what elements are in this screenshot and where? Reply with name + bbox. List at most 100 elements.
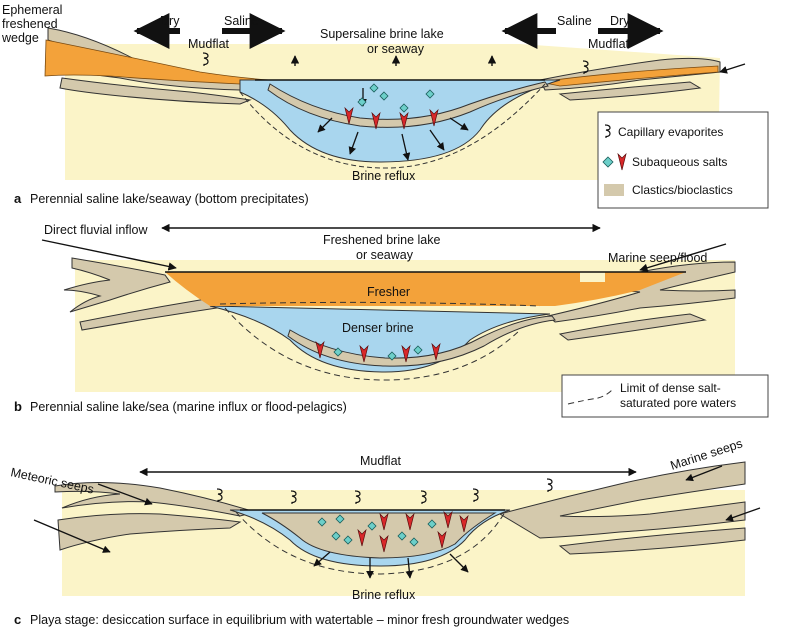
teal-salt — [409, 537, 419, 547]
panel-b-pycnocline — [219, 301, 541, 307]
teal-salt — [399, 103, 409, 113]
panel-c-caption: Playa stage: desiccation surface in equi… — [30, 613, 569, 627]
panel-b-red-salts — [315, 340, 441, 363]
panel-c-red-salts — [357, 510, 469, 553]
marine-seep-label: Marine seep/flood — [608, 251, 707, 265]
panel-b-teal-salts — [333, 345, 423, 361]
teal-salt — [343, 535, 353, 545]
panel-c-mudflat-label: Mudflat — [360, 454, 402, 468]
red-salt — [344, 106, 354, 125]
legend-b: Limit of dense salt- saturated pore wate… — [561, 374, 769, 418]
reflux-arrow-3 — [401, 133, 411, 161]
lake-label-1: Supersaline brine lake — [320, 27, 444, 41]
red-salt — [459, 514, 469, 533]
capillary-evaporite-symbol — [546, 478, 553, 492]
fluvial-inflow-label: Direct fluvial inflow — [44, 223, 148, 237]
teal-salt — [333, 347, 343, 357]
legend-clastics-label: Clastics/bioclastics — [632, 183, 733, 197]
panel-b-dense-brine — [209, 305, 551, 373]
panel-c-reflux-label: Brine reflux — [352, 588, 416, 602]
marine-arrow-2 — [725, 507, 761, 522]
teal-salt — [387, 351, 397, 361]
panel-b-lake-floor — [287, 315, 556, 367]
reflux-arrow-4 — [429, 129, 445, 151]
freshened-lake-label-2: or seaway — [356, 248, 414, 262]
panel-b-left-clastics — [63, 257, 171, 313]
inflow-arrow-right — [719, 63, 746, 74]
legend-pore-limit-icon — [567, 389, 613, 405]
legend-b-box — [561, 374, 769, 418]
dry-right-label: Dry — [610, 14, 630, 28]
teal-salt — [379, 91, 389, 101]
panel-c-reflux-arrow-3 — [405, 557, 414, 579]
red-salt — [371, 111, 381, 130]
reflux-arrow-5 — [449, 117, 469, 131]
wedge-label-2: freshened — [2, 17, 58, 31]
red-salt — [357, 528, 367, 547]
panel-a-red-salts — [344, 106, 439, 130]
legend-a: Capillary evaporites Subaqueous salts Cl… — [597, 111, 769, 209]
panel-b-caption: Perennial saline lake/sea (marine influx… — [30, 400, 347, 414]
meteoric-seeps-label: Meteoric seeps — [9, 465, 95, 496]
red-salt — [315, 340, 325, 359]
teal-salt — [357, 97, 367, 107]
panel-a-right-freshened — [539, 65, 719, 87]
panel-a-left-clastics-2 — [59, 77, 252, 105]
panel-a-lake-floor — [267, 81, 549, 128]
legend-pore-limit-line2: saturated pore waters — [620, 396, 736, 410]
panel-c-pore-limit — [235, 511, 506, 575]
panel-a: Ephemeral freshened wedge Dry Saline Mud… — [1, 3, 746, 206]
fresher-label: Fresher — [367, 285, 410, 299]
teal-salt — [369, 83, 379, 93]
panel-b-pore-limit — [224, 307, 521, 381]
teal-salt — [367, 521, 377, 531]
panel-a-right-clastics-2 — [558, 81, 702, 101]
saline-right-label: Saline — [557, 14, 592, 28]
red-salt — [379, 534, 389, 553]
panel-b-fresher-layer — [165, 272, 686, 306]
fluvial-inflow-arrow — [41, 239, 177, 271]
red-salt — [401, 344, 411, 363]
reflux-label-a: Brine reflux — [352, 169, 416, 183]
legend-pore-limit-line1: Limit of dense salt- — [620, 381, 721, 395]
dry-left-label: Dry — [160, 14, 180, 28]
panel-b-right-clastics — [546, 261, 736, 323]
legend-teal-icon — [602, 156, 614, 168]
panel-c-left-clastics-2 — [57, 513, 242, 551]
teal-salt — [397, 531, 407, 541]
panel-c-teal-salts — [317, 514, 437, 547]
red-salt — [379, 512, 389, 531]
saline-left-label: Saline — [224, 14, 259, 28]
teal-salt — [427, 519, 437, 529]
teal-salt — [413, 345, 423, 355]
red-salt — [431, 342, 441, 361]
panel-c-reflux-arrow-4 — [449, 553, 469, 573]
panel-b: Direct fluvial inflow Freshened brine la… — [14, 223, 736, 414]
red-salt — [359, 344, 369, 363]
red-salt — [405, 512, 415, 531]
panel-c-letter: c — [14, 612, 21, 627]
reflux-arrow-1 — [317, 117, 333, 133]
red-salt — [437, 530, 447, 549]
panel-b-letter: b — [14, 399, 22, 414]
panel-c-right-clastics — [498, 461, 746, 539]
denser-brine-label: Denser brine — [342, 321, 414, 335]
mudflat-right-label: Mudflat — [588, 37, 630, 51]
freshened-lake-label-1: Freshened brine lake — [323, 233, 440, 247]
teal-salt — [425, 89, 435, 99]
marine-seep-arrow — [639, 243, 727, 272]
red-salt — [399, 111, 409, 130]
panel-a-teal-salts — [357, 83, 435, 113]
panel-b-right-clastics-2 — [558, 313, 707, 341]
meteoric-arrow-2 — [33, 519, 111, 553]
reflux-arrow-2 — [348, 131, 359, 155]
teal-salt — [335, 514, 345, 524]
teal-salt — [317, 517, 327, 527]
red-salt — [443, 510, 453, 529]
teal-salt — [331, 531, 341, 541]
panel-c: Meteoric seeps Mudflat Marine seeps Brin… — [9, 436, 761, 627]
meteoric-arrow-1 — [97, 483, 153, 506]
panel-c-reflux-arrow-1 — [313, 551, 331, 567]
panel-a-letter: a — [14, 191, 22, 206]
